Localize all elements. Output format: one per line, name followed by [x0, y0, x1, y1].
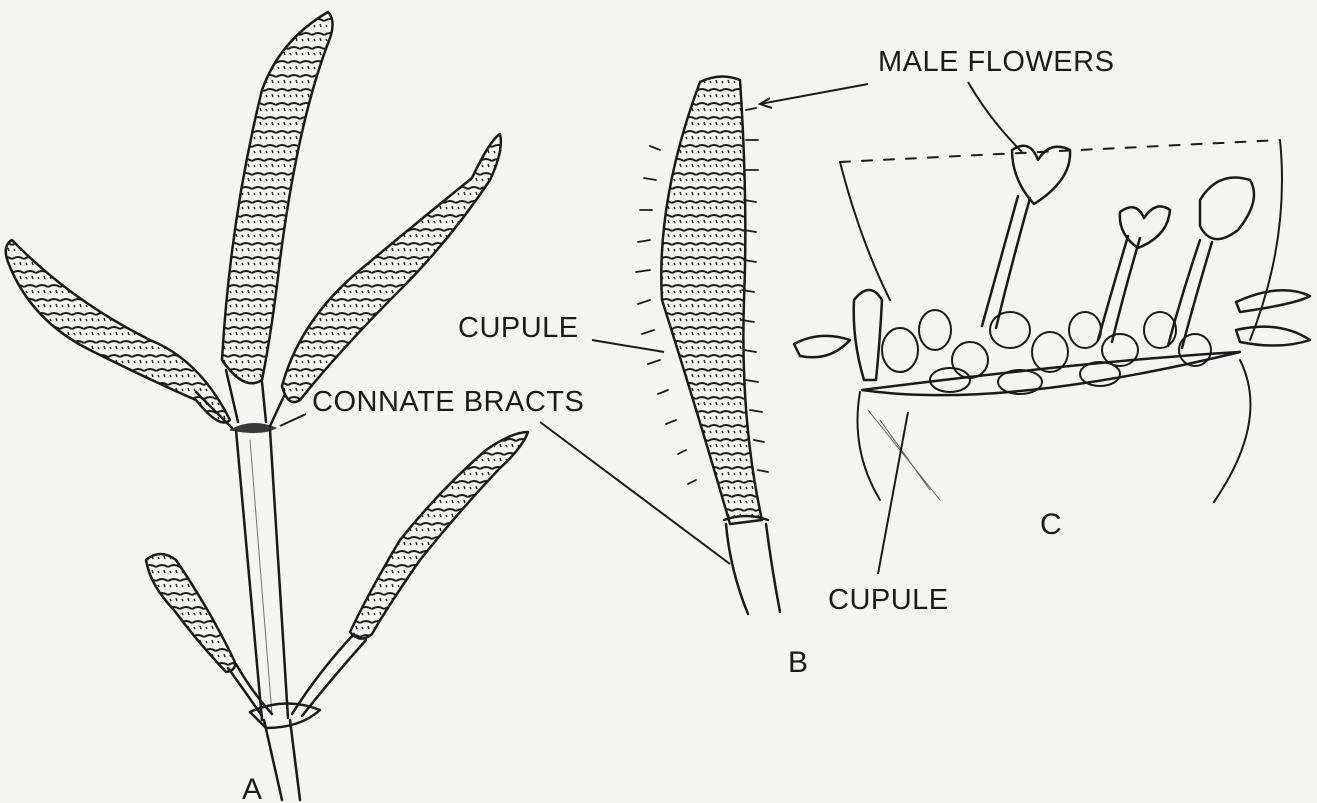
panel-letter-b: B — [788, 648, 809, 678]
panel-letter-a: A — [242, 775, 263, 803]
label-cupule-c: CUPULE — [828, 586, 949, 615]
panel-c-cupule — [794, 140, 1310, 502]
label-cupule-b: CUPULE — [458, 314, 579, 343]
panel-letter-c: C — [1040, 510, 1062, 540]
label-connate-bracts: CONNATE BRACTS — [312, 388, 584, 417]
panel-b-strobilus — [636, 76, 780, 614]
label-male-flowers: MALE FLOWERS — [878, 48, 1114, 77]
leader-lines — [280, 82, 1022, 574]
